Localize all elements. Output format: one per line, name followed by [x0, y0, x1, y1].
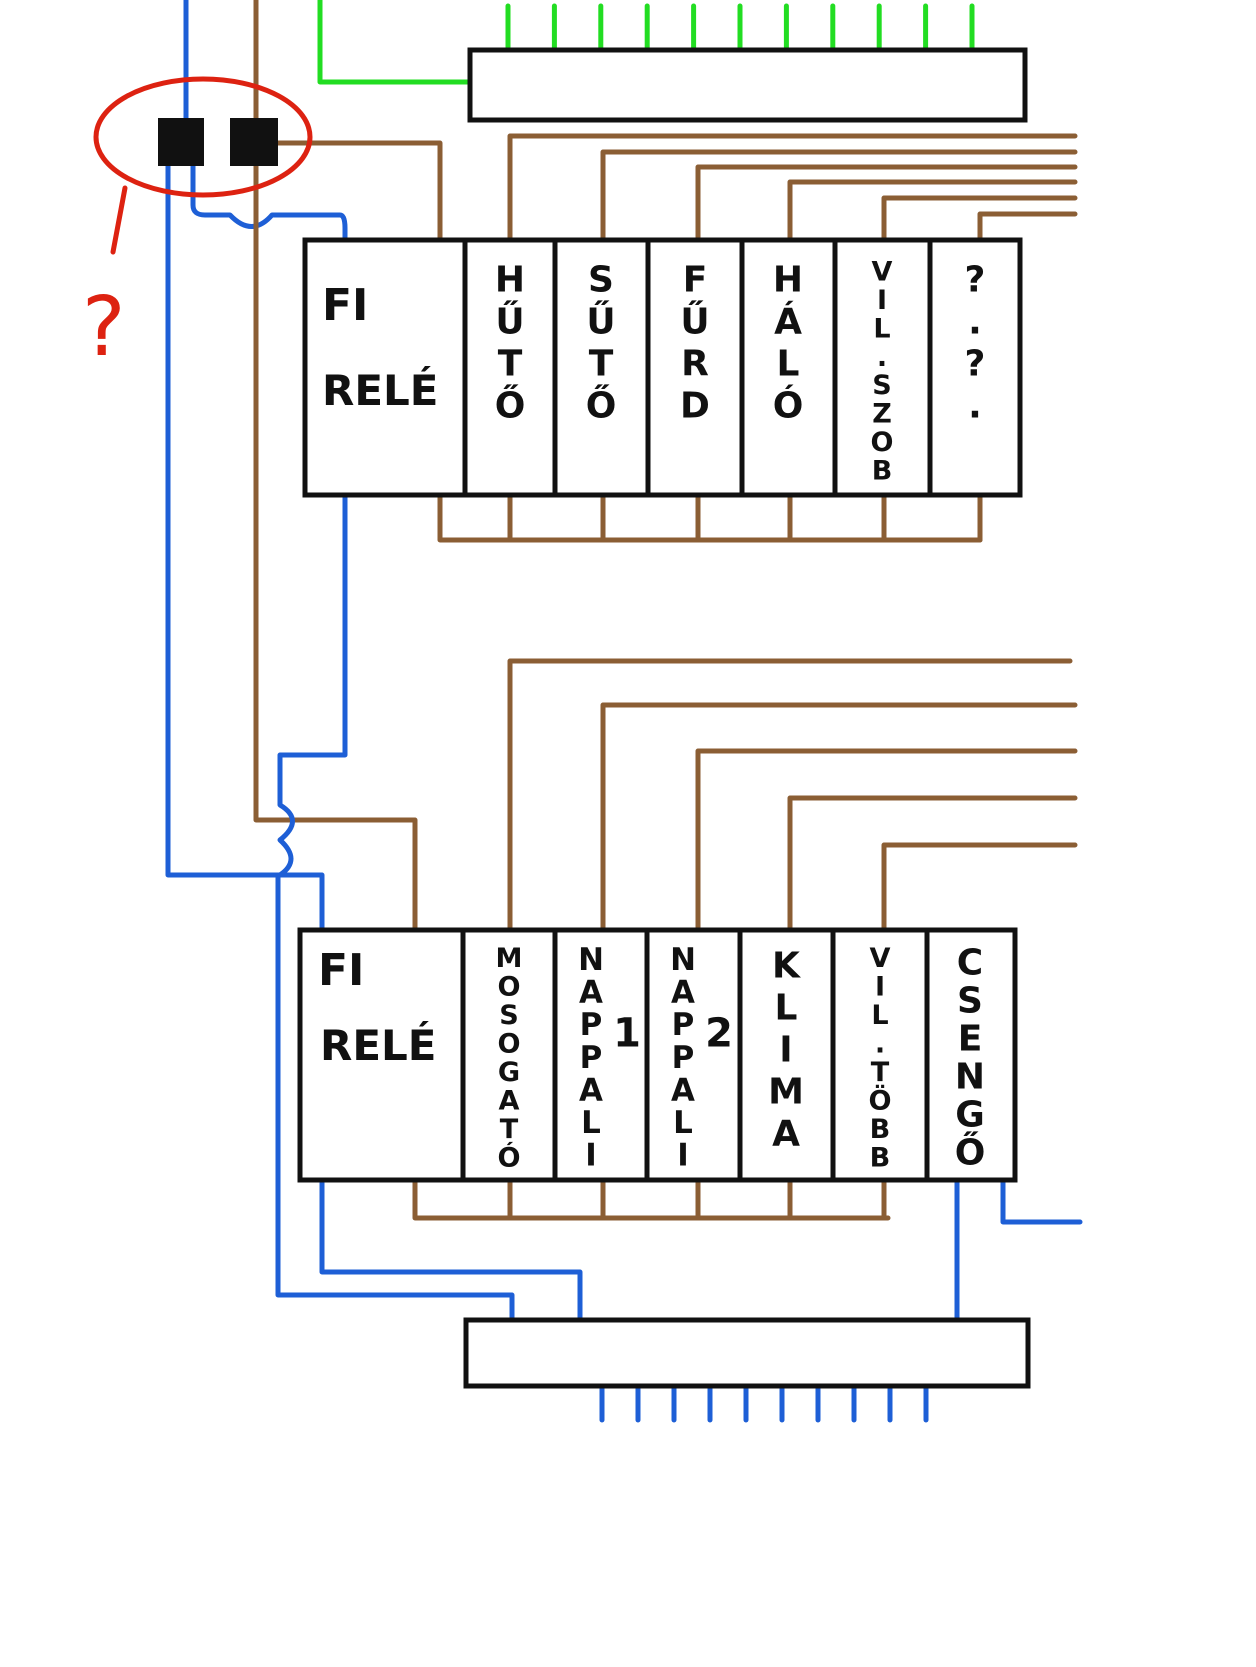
- top-feed-1: [507, 133, 1078, 243]
- earth-feed: [317, 0, 473, 85]
- annotation-circle: [93, 76, 313, 198]
- main-switch: [158, 118, 278, 166]
- rcd-top-label-2: RELÉ: [322, 365, 438, 415]
- bottom-feed-5: [881, 842, 1078, 933]
- bottom-bus: [412, 1177, 891, 1221]
- phase-to-rcd-top: [272, 140, 443, 243]
- top-feed-6: [977, 211, 1078, 243]
- bottom-circuit-number: 1: [613, 1011, 641, 1057]
- top-feed-3: [695, 164, 1078, 243]
- question-annotation: ?: [82, 76, 313, 375]
- top-bus: [437, 492, 983, 543]
- neutral-rcd-top-out: [277, 492, 348, 933]
- top-circuit-6: ?.?.: [965, 260, 986, 427]
- bottom-circuit-number: 2: [705, 1011, 733, 1057]
- bottom-feed-4: [787, 795, 1078, 933]
- neutral-to-rcd-top: [190, 162, 348, 243]
- earth-bar: [467, 47, 1028, 123]
- main-switch-pole-neutral: [158, 118, 204, 166]
- rcd-bottom-label-1: FI: [318, 945, 364, 996]
- bottom-feed-3: [695, 748, 1078, 933]
- earth-terminals: [505, 3, 975, 51]
- main-switch-pole-phase: [230, 118, 278, 166]
- rcd-top-label-1: FI: [322, 280, 368, 331]
- neutral-bar-feed-1: [319, 1177, 583, 1321]
- top-feed-4: [787, 179, 1078, 243]
- wires-layer: [165, 0, 1083, 1321]
- neutral-terminals: [599, 1385, 929, 1423]
- neutral-bar-feed-2: [275, 872, 515, 1321]
- rcd-bottom-label-2: RELÉ: [320, 1020, 436, 1070]
- neutral-outgoing: [1000, 1177, 1083, 1225]
- panel-top-frame: [302, 237, 1023, 498]
- neutral-to-rcd-bottom: [165, 162, 293, 878]
- panel-bottom-frame: [297, 927, 1018, 1183]
- top-feed-5: [881, 195, 1078, 243]
- phase-down-trunk: [253, 162, 418, 933]
- annotation-mark: ?: [82, 280, 126, 375]
- bottom-feed-2: [600, 702, 1078, 933]
- annotation-pointer: [110, 185, 128, 255]
- top-feed-2: [600, 149, 1078, 243]
- top-circuit-label: ?.?.: [965, 260, 986, 427]
- bottom-feed-1: [507, 658, 1073, 933]
- neutral-bar: [463, 1317, 1031, 1389]
